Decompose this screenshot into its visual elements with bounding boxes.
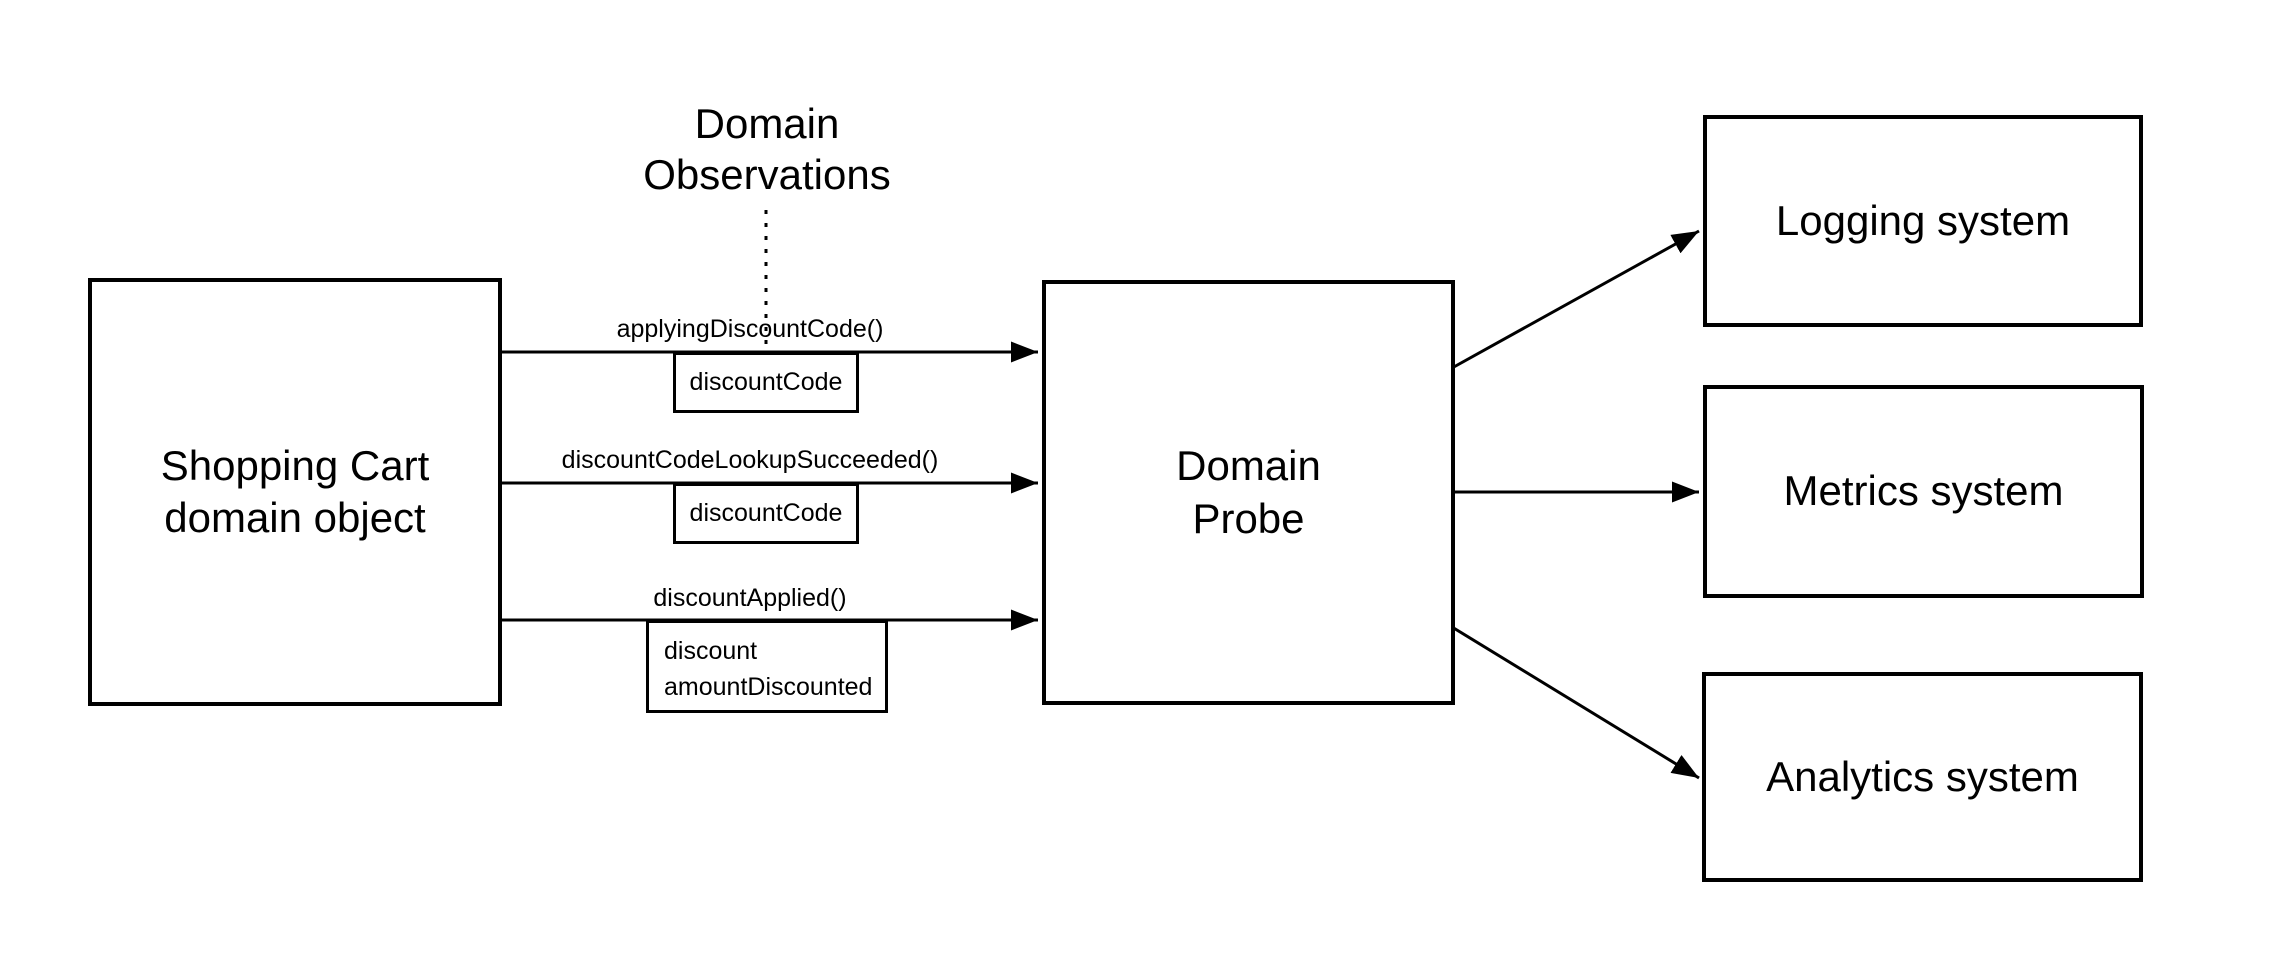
method-label-applying-discount-code: applyingDiscountCode() (616, 315, 884, 343)
param-box-discount-code-lookup-succeeded: discountCode (673, 483, 859, 544)
diagram-title: Domain Observations (643, 100, 891, 199)
method-label-discount-applied: discountApplied() (653, 584, 847, 612)
node-domain-probe: Domain Probe (1042, 280, 1455, 705)
node-analytics-system-label: Analytics system (1766, 752, 2079, 800)
node-logging-system: Logging system (1703, 115, 2143, 327)
node-metrics-system-label: Metrics system (1783, 467, 2064, 515)
param-box-applying-discount-code: discountCode (673, 352, 859, 413)
node-shopping-cart: Shopping Cart domain object (88, 278, 502, 706)
node-metrics-system: Metrics system (1703, 385, 2144, 598)
method-label-discount-code-lookup-succeeded: discountCodeLookupSucceeded() (561, 446, 939, 474)
param-box-discount-applied: discount amountDiscounted (646, 620, 888, 713)
arrow-probe-to-logging (1451, 229, 1700, 370)
arrow-probe-to-analytics (1451, 625, 1700, 780)
node-analytics-system: Analytics system (1702, 672, 2143, 882)
node-domain-probe-label: Domain Probe (1176, 442, 1321, 542)
node-logging-system-label: Logging system (1775, 196, 2071, 244)
node-shopping-cart-label: Shopping Cart domain object (160, 441, 430, 541)
